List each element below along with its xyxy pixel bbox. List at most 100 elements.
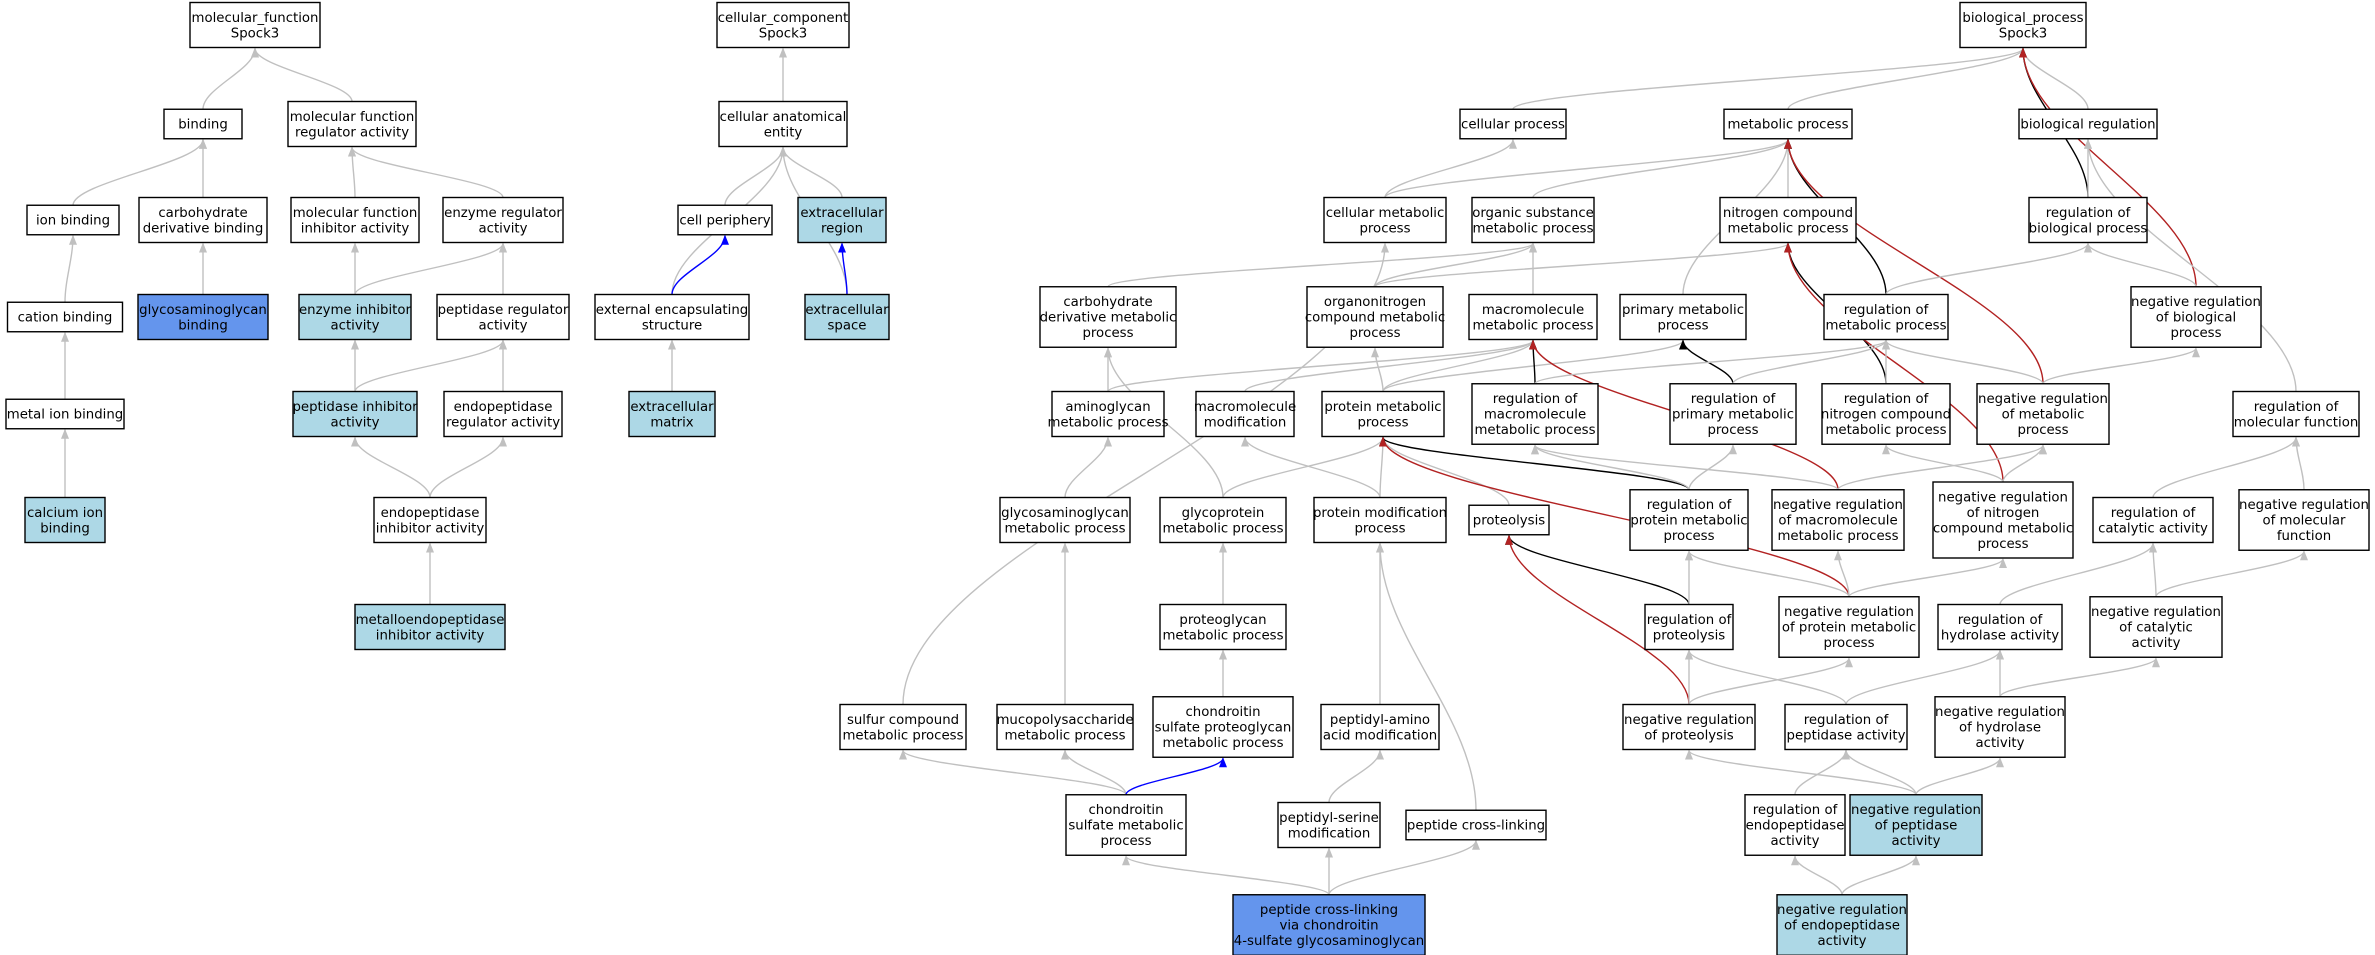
node-label: enzyme inhibitor bbox=[299, 303, 412, 318]
edge-path bbox=[1505, 534, 1690, 605]
edge-path bbox=[1732, 339, 1890, 385]
node-label: negative regulation bbox=[2091, 605, 2221, 620]
node-box bbox=[1744, 794, 1846, 856]
node-cation-binding[interactable]: cation binding bbox=[6, 301, 124, 333]
node-box bbox=[1321, 390, 1445, 438]
edge-is-a bbox=[1732, 339, 1890, 385]
node-label: metalloendopeptidase bbox=[356, 613, 505, 628]
node-metabolic[interactable]: metabolic process bbox=[1723, 108, 1853, 140]
node-proteolysis[interactable]: proteolysis bbox=[1468, 504, 1550, 536]
node-label: biological regulation bbox=[2020, 118, 2155, 133]
edge-path bbox=[671, 234, 729, 295]
edge-is-a bbox=[1685, 649, 1847, 705]
node-label: regulation of bbox=[1753, 803, 1838, 818]
edge-is-a bbox=[1382, 339, 1537, 392]
node-metal-ion[interactable]: metal ion binding bbox=[5, 398, 125, 430]
node-binding[interactable]: binding bbox=[163, 108, 243, 140]
node-label: via chondroitin bbox=[1279, 919, 1378, 934]
edge-path bbox=[1328, 839, 1480, 896]
edge-path bbox=[1241, 436, 1381, 498]
edge-path bbox=[1999, 657, 2160, 698]
node-box bbox=[1159, 603, 1287, 651]
node-cellular-proc[interactable]: cellular process bbox=[1459, 108, 1567, 140]
edge-part-of bbox=[671, 234, 729, 295]
node-ion-binding[interactable]: ion binding bbox=[26, 204, 120, 236]
node-label: inhibitor activity bbox=[376, 628, 485, 643]
edge-is-a bbox=[1107, 339, 1537, 393]
node-box bbox=[2130, 286, 2262, 348]
node-label: extracellular bbox=[800, 206, 884, 221]
edge-is-a bbox=[1999, 657, 2160, 698]
node-pep-crosslink[interactable]: peptide cross-linking bbox=[1405, 809, 1547, 841]
node-periphery[interactable]: cell periphery bbox=[677, 204, 773, 236]
edge-path bbox=[1845, 649, 2004, 705]
node-bio-reg[interactable]: biological regulation bbox=[2018, 108, 2158, 140]
node-box bbox=[287, 100, 417, 148]
